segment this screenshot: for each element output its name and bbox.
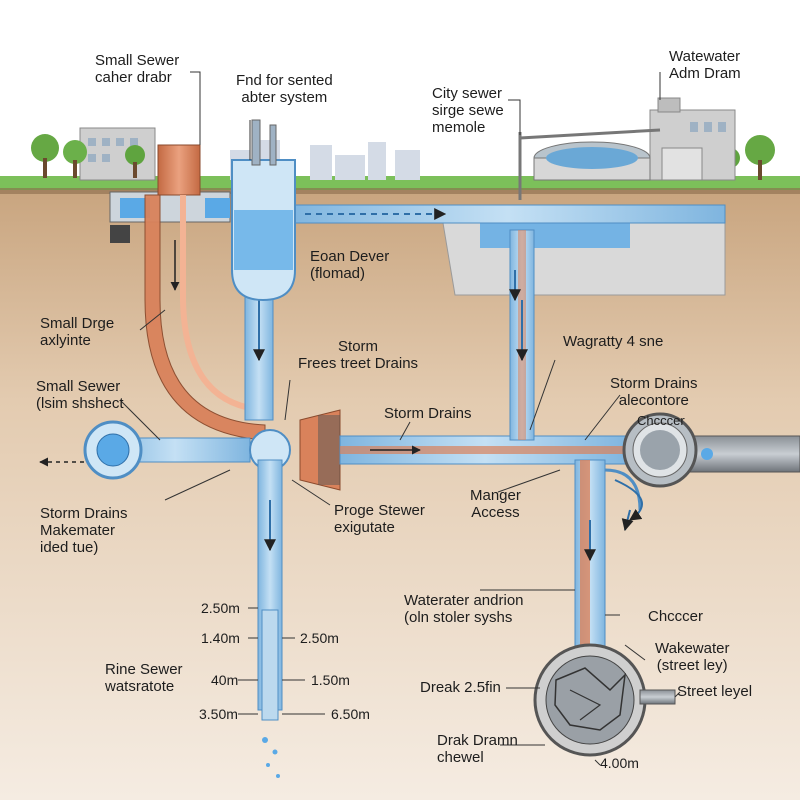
dim-1-50m: 1.50m (311, 672, 350, 688)
label-small-sewer-top: Small Sewer caher drabr (95, 52, 180, 86)
leader-lines (119, 71, 681, 766)
label-street-level: Street leyel (677, 683, 753, 700)
label-city-sewer: City sewer sirge sewe memole (432, 85, 504, 136)
label-rine-sewer: Rine Sewer watsratote (105, 661, 183, 695)
dim-6-50m: 6.50m (331, 706, 370, 722)
label-wagratty: Wagratty 4 sne (563, 333, 664, 350)
treatment-plant (518, 97, 736, 200)
label-chcccer-gauge: Chcccer (637, 413, 685, 428)
junction (249, 409, 341, 491)
bottom-chamber (533, 643, 676, 757)
dim-3-50m: 3.50m (199, 706, 238, 722)
label-eoan-dever: Eoan Dever (flomad) (310, 248, 390, 282)
cylinder-tank (231, 119, 296, 302)
left-manhole (109, 191, 231, 243)
label-waterater: Waterater andrion (oln stoler syshs (404, 592, 524, 626)
left-horizontal-pipe (39, 420, 251, 480)
label-wastewater-plant: Watewater Adm Dram (669, 48, 741, 82)
label-manger-access: Manger Access (470, 487, 521, 521)
central-horizontal-pipe (339, 435, 631, 465)
dim-4-00m: 4.00m (600, 755, 639, 771)
label-drak-dramn: Drak Dramn chewel (437, 732, 518, 766)
label-wakewater: Wakewater (street ley) (655, 640, 730, 674)
label-storm-drains-center: Storm Drains (384, 405, 472, 422)
deep-well (257, 459, 283, 778)
dimension-lines (238, 607, 325, 715)
top-horizontal-pipe (289, 204, 726, 224)
label-chcccer-right: Chcccer (648, 608, 704, 625)
label-storm-drains-left: Storm Drains Makemater ided tue) (40, 505, 128, 556)
dim-1-40m: 1.40m (201, 630, 240, 646)
label-small-sewer-mid: Small Sewer (lsim shshect (36, 378, 124, 412)
right-outlet-pipe (689, 435, 800, 473)
right-gauge (622, 412, 698, 488)
tank-vertical-pipe (509, 229, 535, 441)
label-dreak: Dreak 2.5fin (420, 679, 501, 696)
dim-2-50m-a: 2.50m (201, 600, 240, 616)
dim-40m: 40m (211, 672, 239, 688)
label-storm-free: Storm Frees treet Drains (298, 338, 419, 372)
label-small-drge: Small Drge axlyinte (40, 315, 115, 349)
label-first-forsented: Fnd for sented abter system (236, 72, 333, 106)
label-proge-stewer: Proge Stewer exigutate (334, 502, 425, 536)
dim-2-50m-b: 2.50m (300, 630, 339, 646)
flow-arrows (509, 270, 634, 562)
label-storm-drains-right: Storm Drains alecontore (610, 375, 698, 409)
